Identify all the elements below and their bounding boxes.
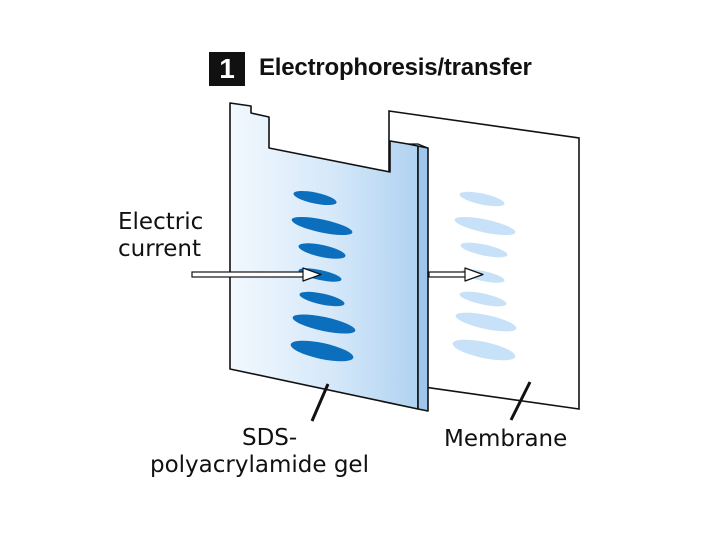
membrane-band	[455, 312, 517, 332]
current-arrow-membrane	[428, 267, 484, 282]
gel-edge	[417, 145, 429, 412]
membrane-label: Membrane	[444, 426, 568, 452]
current-arrow-gel	[191, 267, 322, 282]
gel-band	[299, 291, 345, 307]
membrane-band	[452, 339, 516, 361]
gel-band	[290, 340, 354, 362]
gel-band	[291, 216, 353, 236]
membrane-band	[454, 216, 516, 236]
gel-band	[298, 243, 346, 259]
membrane-band	[459, 291, 507, 307]
gel-top-edge	[407, 143, 429, 149]
membrane-band	[460, 242, 508, 258]
gel-band	[293, 190, 337, 206]
electric-current-label: Electric current	[118, 209, 203, 263]
right-arrow-icon	[302, 267, 322, 282]
membrane-band	[459, 191, 505, 207]
gel-label: SDS- polyacrylamide gel	[150, 425, 369, 479]
step-number-badge: 1	[209, 52, 245, 86]
right-arrow-icon	[464, 267, 484, 282]
electric-current-label-line2: current	[118, 236, 201, 262]
membrane-leader-line	[509, 381, 532, 421]
diagram-title: Electrophoresis/transfer	[259, 54, 532, 81]
gel-label-line2: polyacrylamide gel	[150, 452, 369, 478]
gel-leader-line	[310, 383, 330, 422]
gel-band	[292, 314, 356, 334]
electric-current-label-line1: Electric	[118, 209, 204, 235]
gel-label-line1: SDS-	[242, 425, 298, 451]
